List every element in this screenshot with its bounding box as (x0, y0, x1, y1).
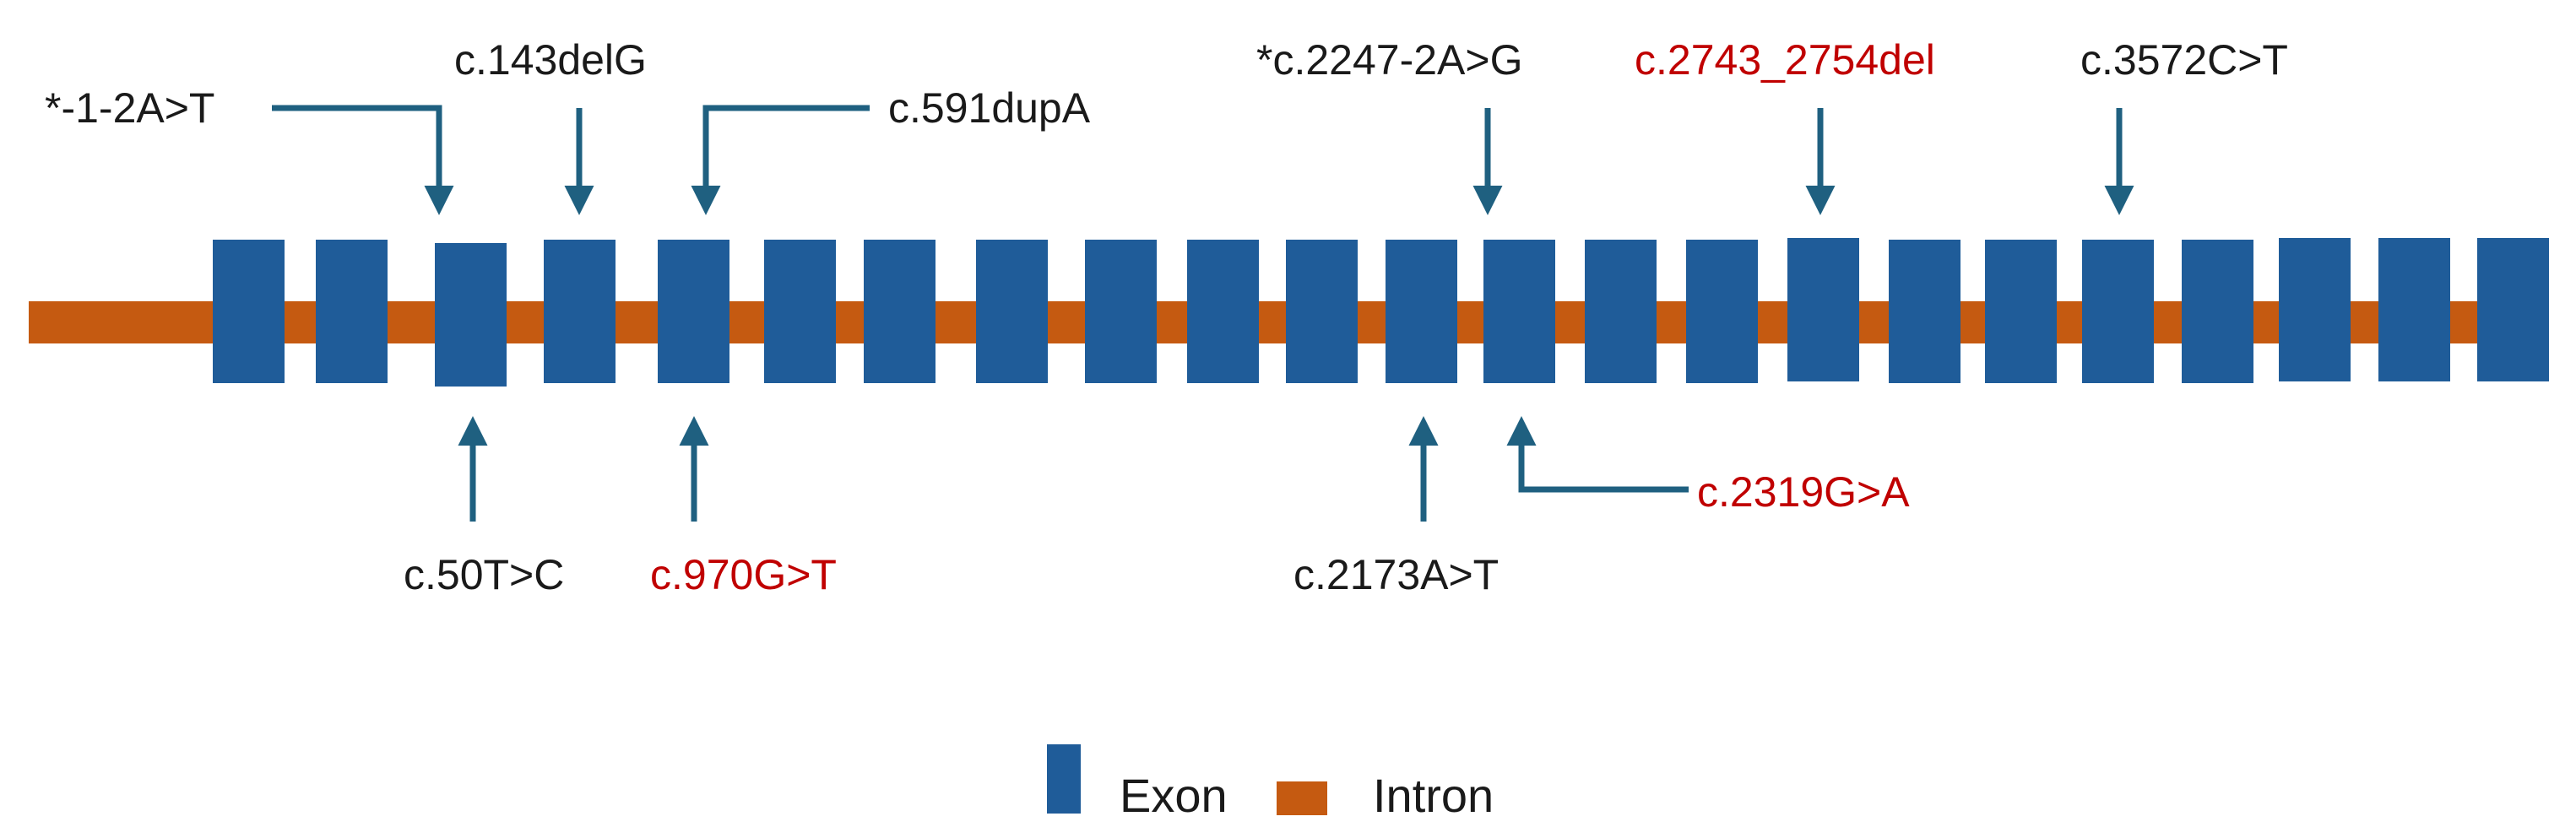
exon-6 (764, 240, 836, 383)
variant-label-c970g-t: c.970G>T (650, 551, 837, 598)
exon-21 (2279, 238, 2351, 381)
variant-label-c50t-c: c.50T>C (404, 551, 564, 598)
variant-label-c2247-2a-g: *c.2247-2A>G (1256, 36, 1522, 84)
exon-14 (1585, 240, 1657, 383)
exon-2 (316, 240, 388, 383)
exon-9 (1085, 240, 1157, 383)
exon-11 (1286, 240, 1358, 383)
exon-23 (2477, 238, 2549, 381)
top-variant-labels: *-1-2A>T c.143delG c.591dupA *c.2247-2A>… (45, 36, 2288, 132)
exon-13 (1483, 240, 1555, 383)
exon-18 (1985, 240, 2057, 383)
variant-label-c2319g-a: c.2319G>A (1697, 468, 1910, 516)
variant-label-c3572c-t: c.3572C>T (2080, 36, 2288, 84)
exon-17 (1889, 240, 1960, 383)
variant-arrow-v-1-2a-t (272, 105, 454, 215)
exon-group (213, 238, 2549, 387)
exon-5 (658, 240, 729, 383)
exon-20 (2182, 240, 2253, 383)
legend-intron-label: Intron (1373, 769, 1494, 822)
exon-10 (1187, 240, 1259, 383)
exon-19 (2082, 240, 2154, 383)
exon-12 (1386, 240, 1457, 383)
exon-8 (976, 240, 1048, 383)
exon-3 (435, 243, 507, 387)
variant-arrow-c591dupa (691, 105, 870, 215)
legend-intron-swatch (1277, 781, 1327, 815)
variant-label-c591dupa: c.591dupA (888, 84, 1091, 132)
legend-exon-swatch (1047, 744, 1081, 814)
exon-4 (544, 240, 616, 383)
variant-label-c2173a-t: c.2173A>T (1293, 551, 1499, 598)
legend-exon-label: Exon (1120, 769, 1228, 822)
variant-arrow-c2319g-a (1506, 416, 1689, 493)
exon-15 (1686, 240, 1758, 383)
bottom-variant-labels: c.50T>C c.970G>T c.2173A>T c.2319G>A (404, 468, 1910, 598)
bottom-variant-arrows (458, 416, 1689, 522)
exon-1 (213, 240, 285, 383)
variant-label-c143delg: c.143delG (454, 36, 647, 84)
top-variant-arrows (272, 105, 2134, 215)
legend: Exon Intron (1047, 744, 1494, 822)
variant-label-v-1-2a-t: *-1-2A>T (45, 84, 214, 132)
exon-22 (2378, 238, 2450, 381)
variant-label-c2743-2754del: c.2743_2754del (1635, 36, 1935, 84)
exon-16 (1787, 238, 1859, 381)
exon-7 (864, 240, 935, 383)
